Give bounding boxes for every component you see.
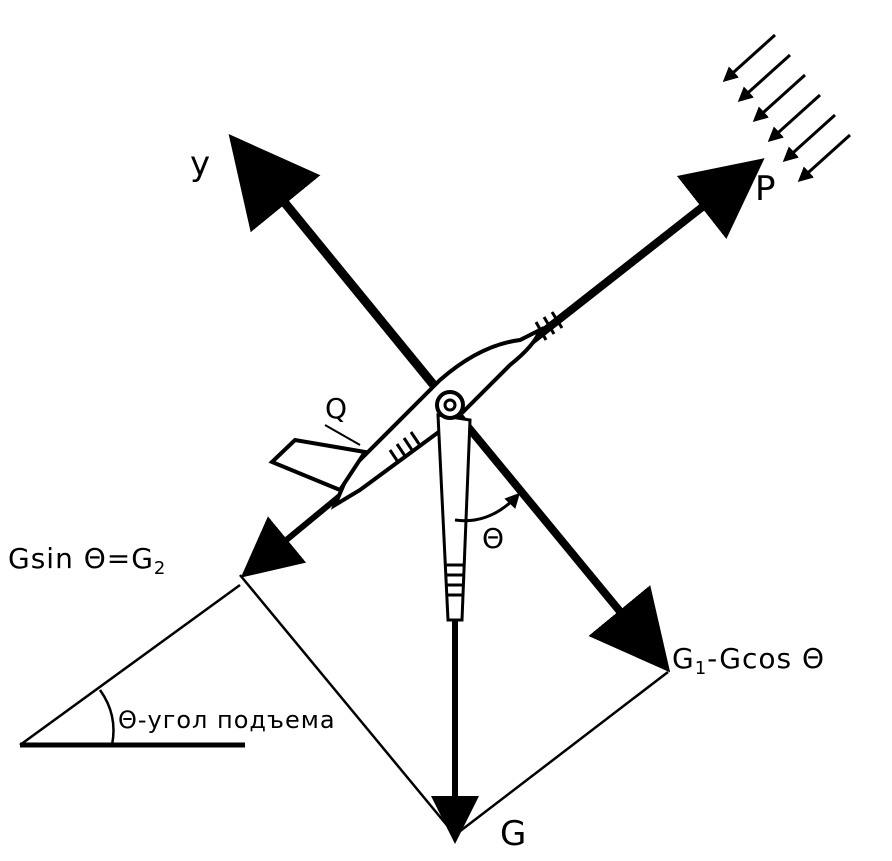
g1-formula: G1-Gcos Θ <box>672 642 825 679</box>
aircraft-tail-fin <box>268 437 369 493</box>
y-axis-label: y <box>190 144 211 184</box>
g1-arrow <box>446 402 671 673</box>
g2-formula: Gsin Θ=G2 <box>8 542 166 579</box>
y-axis-arrow <box>228 134 454 408</box>
aircraft <box>268 311 564 622</box>
fuselage-stripes <box>388 431 421 463</box>
airflow-arrows <box>722 33 852 183</box>
thrust-stripes <box>534 311 564 341</box>
wing-stripes <box>446 563 464 597</box>
drag-leader <box>324 424 361 446</box>
drag-label: Q <box>325 392 348 425</box>
weight-label: G <box>500 814 527 854</box>
thrust-label: P <box>755 169 777 209</box>
aircraft-wing <box>436 413 472 622</box>
construction-lines <box>19 574 669 836</box>
horizon-angle-arc <box>98 689 115 746</box>
theta-label: Θ <box>482 522 505 555</box>
theta-angle-arc <box>454 492 521 523</box>
angle-caption: Θ-угол подъема <box>118 706 336 734</box>
